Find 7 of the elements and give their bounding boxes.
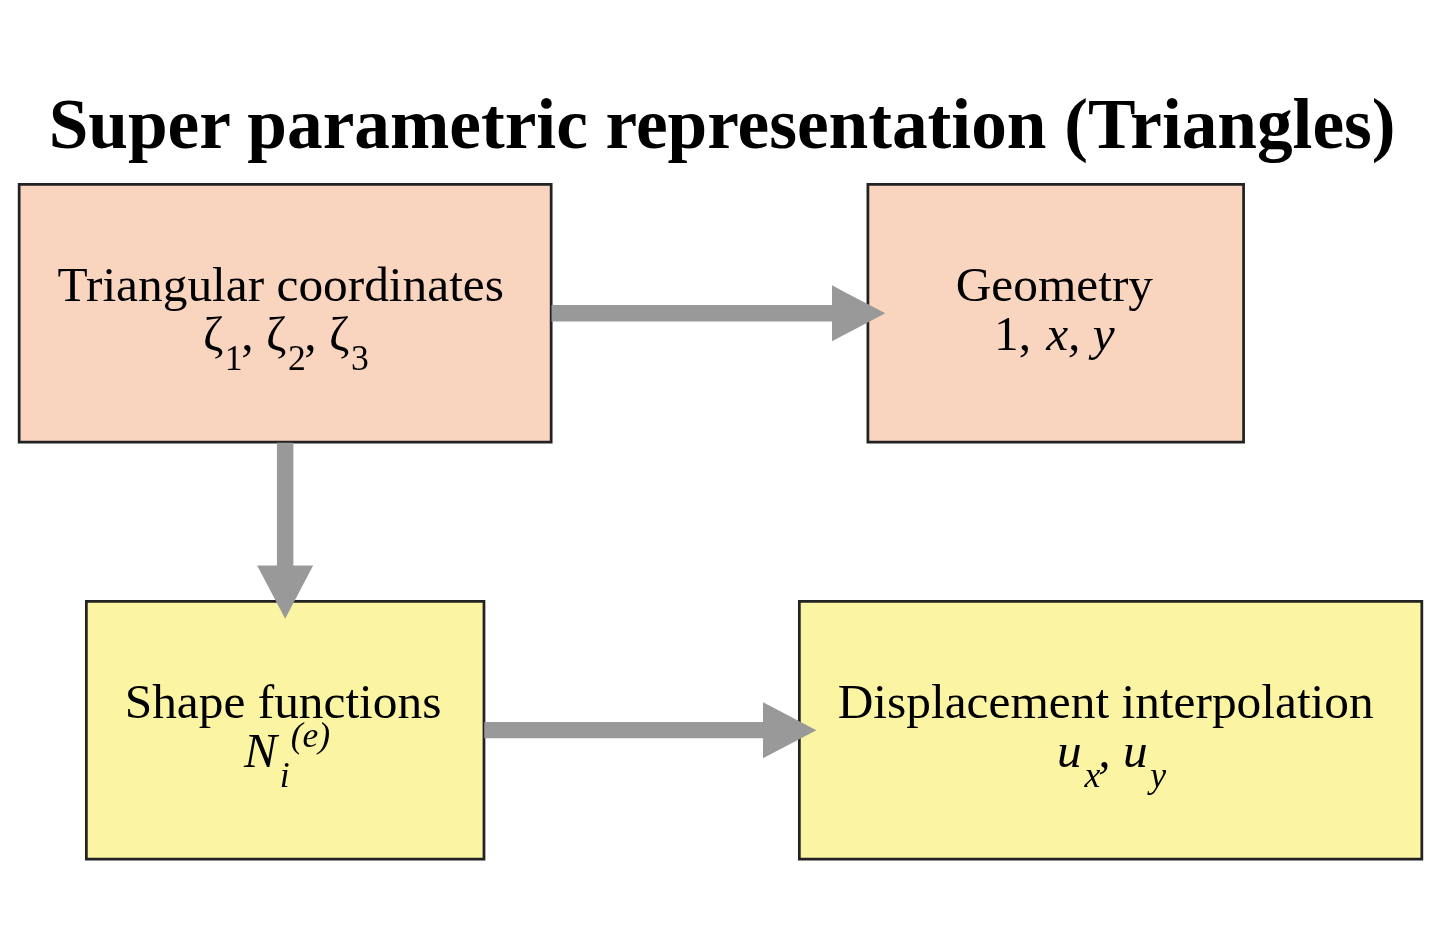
arrow [551, 284, 886, 341]
node-box: Geometry 1, x, y [866, 182, 1245, 444]
node-box: Displacement interpolation u$_{x}$, u$_{y}$ [797, 599, 1424, 860]
arrow [484, 701, 817, 758]
node-box: Triangular coordinates ζ$_{1}$, ζ$_{2}$, ζ$_{3}$ [17, 182, 553, 444]
arrow [257, 442, 314, 619]
diagram-title: Super parametric representation (Triangles) [48, 83, 1396, 163]
